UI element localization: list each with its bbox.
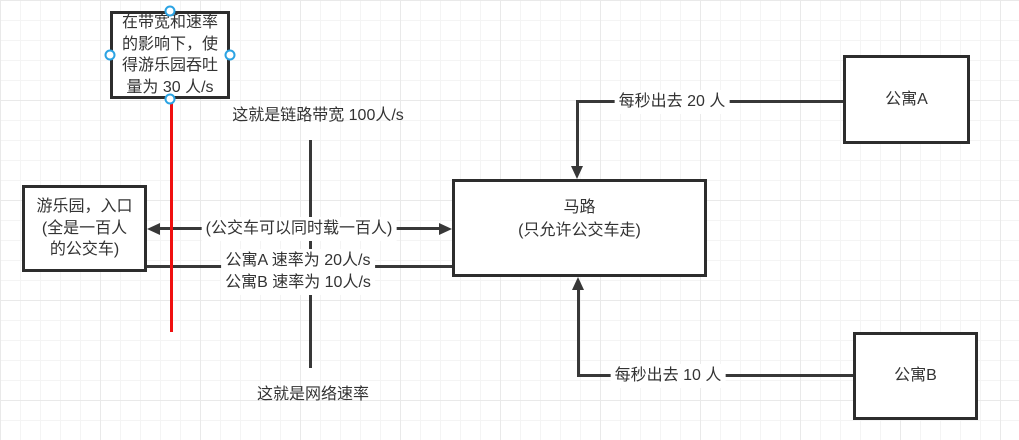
connector-a-vertical: [576, 100, 579, 167]
node-throughput-note-label: 在带宽和速率 的影响下，使 得游乐园吞吐 量为 30 人/s: [121, 14, 218, 96]
label-bus-capacity[interactable]: (公交车可以同时载一百人): [201, 217, 397, 241]
label-link-bandwidth[interactable]: 这就是链路带宽 100人/s: [232, 107, 404, 124]
connector-b-vertical: [577, 288, 580, 377]
label-apartment-rates[interactable]: 公寓A 速率为 20人/s 公寓B 速率为 10人/s: [221, 249, 375, 295]
node-road[interactable]: 马路 (只允许公交车走): [452, 179, 707, 277]
node-throughput-note[interactable]: 在带宽和速率 的影响下，使 得游乐园吞吐 量为 30 人/s: [110, 11, 230, 99]
node-apartment-a-label: 公寓A: [885, 90, 928, 108]
selection-handle-bottom[interactable]: [164, 93, 176, 105]
arrowhead-right-icon: [439, 223, 452, 235]
node-road-label: 马路 (只允许公交车走): [518, 199, 641, 239]
label-network-rate[interactable]: 这就是网络速率: [256, 386, 370, 403]
arrowhead-left-icon: [147, 223, 160, 235]
selection-handle-top[interactable]: [164, 5, 176, 17]
node-amusement-park[interactable]: 游乐园，入口 (全是一百人 的公交车): [22, 185, 147, 272]
node-apartment-b[interactable]: 公寓B: [853, 332, 978, 420]
node-apartment-a[interactable]: 公寓A: [843, 55, 970, 144]
selection-handle-right[interactable]: [224, 49, 236, 61]
label-out-per-sec-a[interactable]: 每秒出去 20 人: [614, 90, 730, 114]
arrowhead-down-icon: [571, 166, 583, 179]
label-out-per-sec-b[interactable]: 每秒出去 10 人: [610, 364, 726, 388]
selection-handle-left[interactable]: [104, 49, 116, 61]
arrowhead-up-icon: [572, 277, 584, 290]
red-marker-line[interactable]: [170, 99, 173, 332]
node-apartment-b-label: 公寓B: [894, 367, 937, 385]
node-amusement-park-label: 游乐园，入口 (全是一百人 的公交车): [36, 198, 133, 259]
